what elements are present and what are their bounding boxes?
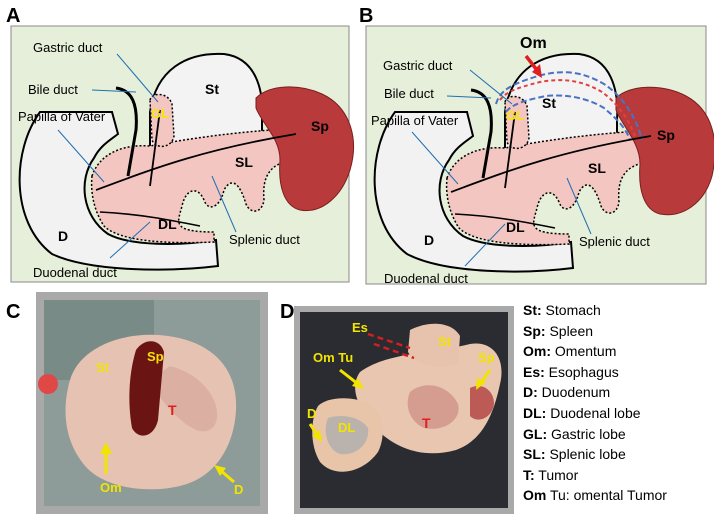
om-arrow-head	[532, 64, 542, 78]
d-arrow-head	[312, 430, 322, 442]
leader-bile-duct	[91, 89, 137, 93]
legend-item: D: Duodenum	[523, 384, 611, 401]
label-d: D	[58, 228, 68, 244]
panel-a-letter: A	[6, 5, 20, 27]
label-om-tu: Om Tu	[313, 350, 353, 365]
label-t: T	[168, 402, 177, 418]
label-st: St	[96, 360, 110, 375]
label-gastric-duct: Gastric duct	[383, 58, 453, 73]
leader-papilla	[411, 131, 459, 185]
photo-c-spleen	[129, 341, 164, 436]
legend-item: T: Tumor	[523, 466, 579, 483]
label-st: St	[542, 95, 556, 111]
label-sp: Sp	[478, 350, 495, 365]
leader-gastric-duct	[116, 53, 159, 103]
gastric-duct-line	[149, 109, 161, 187]
panel-a: A Gastric duct Bile duct Papilla of Vate…	[6, 5, 354, 283]
photo-c-red-spot	[38, 374, 58, 394]
sp-arrow-head	[476, 378, 486, 390]
label-gl: GL	[506, 108, 524, 123]
es-dash-2	[373, 342, 415, 360]
legend-item: Sp: Spleen	[523, 322, 594, 339]
label-sl: SL	[588, 160, 606, 176]
label-splenic-duct: Splenic duct	[229, 232, 300, 247]
legend-item: Es: Esophagus	[523, 363, 619, 380]
panel-d-letter: D	[280, 301, 294, 323]
label-d: D	[234, 482, 243, 497]
leader-splenic-duct	[566, 177, 592, 235]
panel-c-letter: C	[6, 301, 20, 323]
splenic-duct-line	[450, 135, 652, 193]
leader-duodenal-duct	[109, 221, 151, 259]
legend-item: SL: Splenic lobe	[523, 446, 626, 463]
leader-duodenal-duct	[464, 223, 506, 267]
label-papilla: Papilla of Vater	[18, 109, 106, 124]
duodenal-duct-line	[454, 213, 556, 229]
leader-papilla	[57, 129, 105, 183]
label-dl: DL	[338, 420, 355, 435]
photo-d-duodenal-lobe	[325, 416, 369, 455]
label-st: St	[205, 81, 219, 97]
label-papilla: Papilla of Vater	[371, 113, 459, 128]
legend-item: DL: Duodenal lobe	[523, 404, 641, 421]
om-arrow-head	[100, 442, 112, 454]
omtu-arrow-head	[352, 378, 364, 389]
panel-d: D Es St Om Tu Sp D DL T	[280, 301, 514, 514]
leader-gastric-duct	[469, 69, 513, 105]
omentum-outline-blue	[495, 71, 643, 141]
label-sl: SL	[235, 154, 253, 170]
photo-d-spleen	[470, 385, 494, 420]
label-sp: Sp	[147, 349, 164, 364]
leader-splenic-duct	[211, 175, 237, 233]
label-t: T	[422, 415, 431, 431]
gastric-duct-line	[504, 111, 516, 189]
leader-bile-duct	[446, 95, 492, 99]
label-st: St	[438, 334, 452, 349]
label-d: D	[307, 406, 316, 421]
label-duodenal-duct: Duodenal duct	[33, 265, 117, 280]
d-arrow-head	[214, 465, 226, 476]
label-sp: Sp	[311, 118, 329, 134]
pancreas	[90, 129, 299, 244]
photo-d-stomach	[408, 323, 460, 367]
panel-b: B Om Gastric duct Bile duct Papilla of V…	[359, 5, 714, 286]
es-dash-1	[367, 332, 411, 350]
bile-duct	[470, 88, 493, 179]
label-duodenal-duct: Duodenal duct	[384, 271, 468, 286]
label-bile-duct: Bile duct	[28, 82, 78, 97]
label-sp: Sp	[657, 127, 675, 143]
photo-c-tumor	[150, 366, 218, 432]
spleen	[615, 86, 714, 216]
duodenal-duct-line	[99, 211, 201, 227]
panel-c: C St Sp T Om D	[6, 292, 268, 514]
label-gastric-duct: Gastric duct	[33, 40, 103, 55]
label-dl: DL	[506, 219, 525, 235]
omtu-arrow-shaft	[339, 368, 359, 386]
legend-item: GL: Gastric lobe	[523, 425, 626, 442]
photo-d-tumor	[407, 385, 459, 429]
label-d: D	[424, 232, 434, 248]
omentum-outline-red	[499, 79, 637, 141]
omentum-inner-blue	[505, 94, 631, 141]
splenic-duct-line	[95, 133, 297, 191]
label-splenic-duct: Splenic duct	[579, 234, 650, 249]
pancreas	[445, 131, 654, 246]
label-es: Es	[352, 320, 368, 335]
label-dl: DL	[158, 216, 177, 232]
bile-duct	[115, 86, 138, 177]
label-gl: GL	[151, 106, 169, 121]
legend-item: St: Stomach	[523, 302, 601, 318]
spleen	[255, 86, 354, 212]
legend-item: Om: Omentum	[523, 343, 617, 360]
legend: St: Stomach Sp: Spleen Om: Omentum Es: E…	[523, 300, 713, 506]
label-bile-duct: Bile duct	[384, 86, 434, 101]
label-om: Om	[100, 480, 122, 495]
panel-b-letter: B	[359, 5, 373, 27]
label-om: Om	[520, 35, 547, 52]
legend-item: Om Tu: omental Tumor	[523, 487, 667, 504]
